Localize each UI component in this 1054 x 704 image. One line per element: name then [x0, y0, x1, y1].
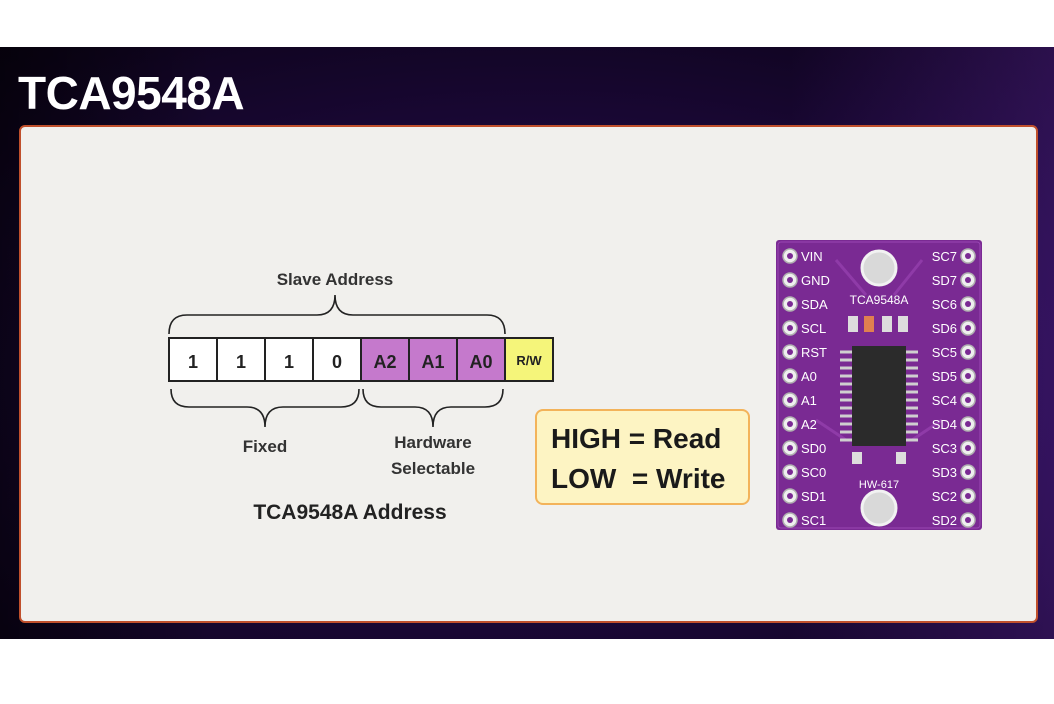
svg-text:SD3: SD3	[932, 465, 957, 480]
pin-right-7: SC4	[932, 392, 976, 408]
slave-address-label: Slave Address	[277, 270, 394, 289]
pin-right-5: SC5	[932, 344, 976, 360]
left-pins: VIN GND SDA SCL RST A0 A1 A2 SD0 SC0 SD1…	[782, 248, 830, 528]
pin-right-6: SD5	[932, 368, 976, 384]
bit-2-label: 1	[236, 352, 246, 372]
board-chip-label: TCA9548A	[850, 293, 909, 307]
pin-left-12: SC1	[782, 512, 826, 528]
bit-row: 1 1 1 0 A2 A1 A0 R/W	[168, 337, 554, 382]
pin-right-2: SD7	[932, 272, 976, 288]
svg-text:A1: A1	[801, 393, 817, 408]
bit-3-label: 1	[284, 352, 294, 372]
svg-text:SDA: SDA	[801, 297, 828, 312]
board-model-label: HW-617	[859, 479, 899, 491]
svg-text:VIN: VIN	[801, 249, 823, 264]
mux-chip	[852, 346, 906, 446]
mount-hole-top	[860, 249, 898, 287]
bit-7-label: A0	[469, 352, 492, 372]
slide-title: TCA9548A	[18, 67, 245, 119]
address-diagram: Slave Address 1 1 1 0 A2 A1 A0 R/W	[168, 270, 554, 524]
hardware-label-line1: Hardware	[394, 433, 471, 452]
pin-right-10: SD3	[932, 464, 976, 480]
pin-left-1: VIN	[782, 248, 823, 264]
svg-text:SD0: SD0	[801, 441, 826, 456]
content-panel: Slave Address 1 1 1 0 A2 A1 A0 R/W	[19, 125, 1038, 623]
bit-6-box	[408, 337, 458, 382]
hardware-brace	[362, 388, 504, 428]
svg-text:SC1: SC1	[801, 513, 826, 528]
svg-text:RST: RST	[801, 345, 827, 360]
pin-left-8: A2	[782, 416, 817, 432]
pin-right-12: SD2	[932, 512, 976, 528]
slide: TCA9548A Slave Address 1 1 1 0 A2 A1 A0	[0, 47, 1054, 639]
svg-text:SD5: SD5	[932, 369, 957, 384]
svg-text:GND: GND	[801, 273, 830, 288]
board-illustration: TCA9548A HW-617 VIN GND SDA SCL RST A0 A…	[776, 240, 982, 530]
bit-7-box	[456, 337, 506, 382]
pin-left-6: A0	[782, 368, 817, 384]
hardware-label-line2: Selectable	[391, 459, 475, 478]
bit-8-label: R/W	[516, 353, 542, 368]
svg-text:SC7: SC7	[932, 249, 957, 264]
svg-text:SC2: SC2	[932, 489, 957, 504]
svg-text:SD6: SD6	[932, 321, 957, 336]
svg-text:SC5: SC5	[932, 345, 957, 360]
mount-hole-bottom	[860, 489, 898, 527]
svg-text:SC0: SC0	[801, 465, 826, 480]
bit-2-box	[216, 337, 266, 382]
pin-left-5: RST	[782, 344, 827, 360]
svg-text:SC6: SC6	[932, 297, 957, 312]
bit-1-label: 1	[188, 352, 198, 372]
pin-left-9: SD0	[782, 440, 826, 456]
pin-right-1: SC7	[932, 248, 976, 264]
bit-5-label: A2	[373, 352, 396, 372]
bit-6-label: A1	[421, 352, 444, 372]
read-write-callout: HIGH = Read LOW = Write	[535, 409, 750, 505]
right-pins: SC7 SD7 SC6 SD6 SC5 SD5 SC4 SD4 SC3 SD3 …	[932, 248, 976, 528]
callout-line-low: LOW = Write	[551, 463, 726, 494]
fixed-brace	[170, 388, 360, 428]
svg-text:SC3: SC3	[932, 441, 957, 456]
pin-right-11: SC2	[932, 488, 976, 504]
bit-4-label: 0	[332, 352, 342, 372]
pin-left-3: SDA	[782, 296, 828, 312]
slave-address-brace	[168, 294, 506, 335]
svg-text:SCL: SCL	[801, 321, 826, 336]
svg-text:SD1: SD1	[801, 489, 826, 504]
pin-right-4: SD6	[932, 320, 976, 336]
pin-left-2: GND	[782, 272, 830, 288]
pin-left-11: SD1	[782, 488, 826, 504]
pin-left-4: SCL	[782, 320, 826, 336]
diagram-caption: TCA9548A Address	[253, 501, 446, 524]
pin-left-7: A1	[782, 392, 817, 408]
bit-8-box	[504, 337, 554, 382]
callout-line-high: HIGH = Read	[551, 423, 722, 454]
svg-text:A2: A2	[801, 417, 817, 432]
pin-right-9: SC3	[932, 440, 976, 456]
svg-text:SD4: SD4	[932, 417, 957, 432]
pin-right-3: SC6	[932, 296, 976, 312]
bit-3-box	[264, 337, 314, 382]
svg-text:A0: A0	[801, 369, 817, 384]
pin-right-8: SD4	[932, 416, 976, 432]
svg-text:SC4: SC4	[932, 393, 957, 408]
svg-text:SD7: SD7	[932, 273, 957, 288]
fixed-label: Fixed	[243, 437, 287, 456]
pin-left-10: SC0	[782, 464, 826, 480]
svg-text:SD2: SD2	[932, 513, 957, 528]
